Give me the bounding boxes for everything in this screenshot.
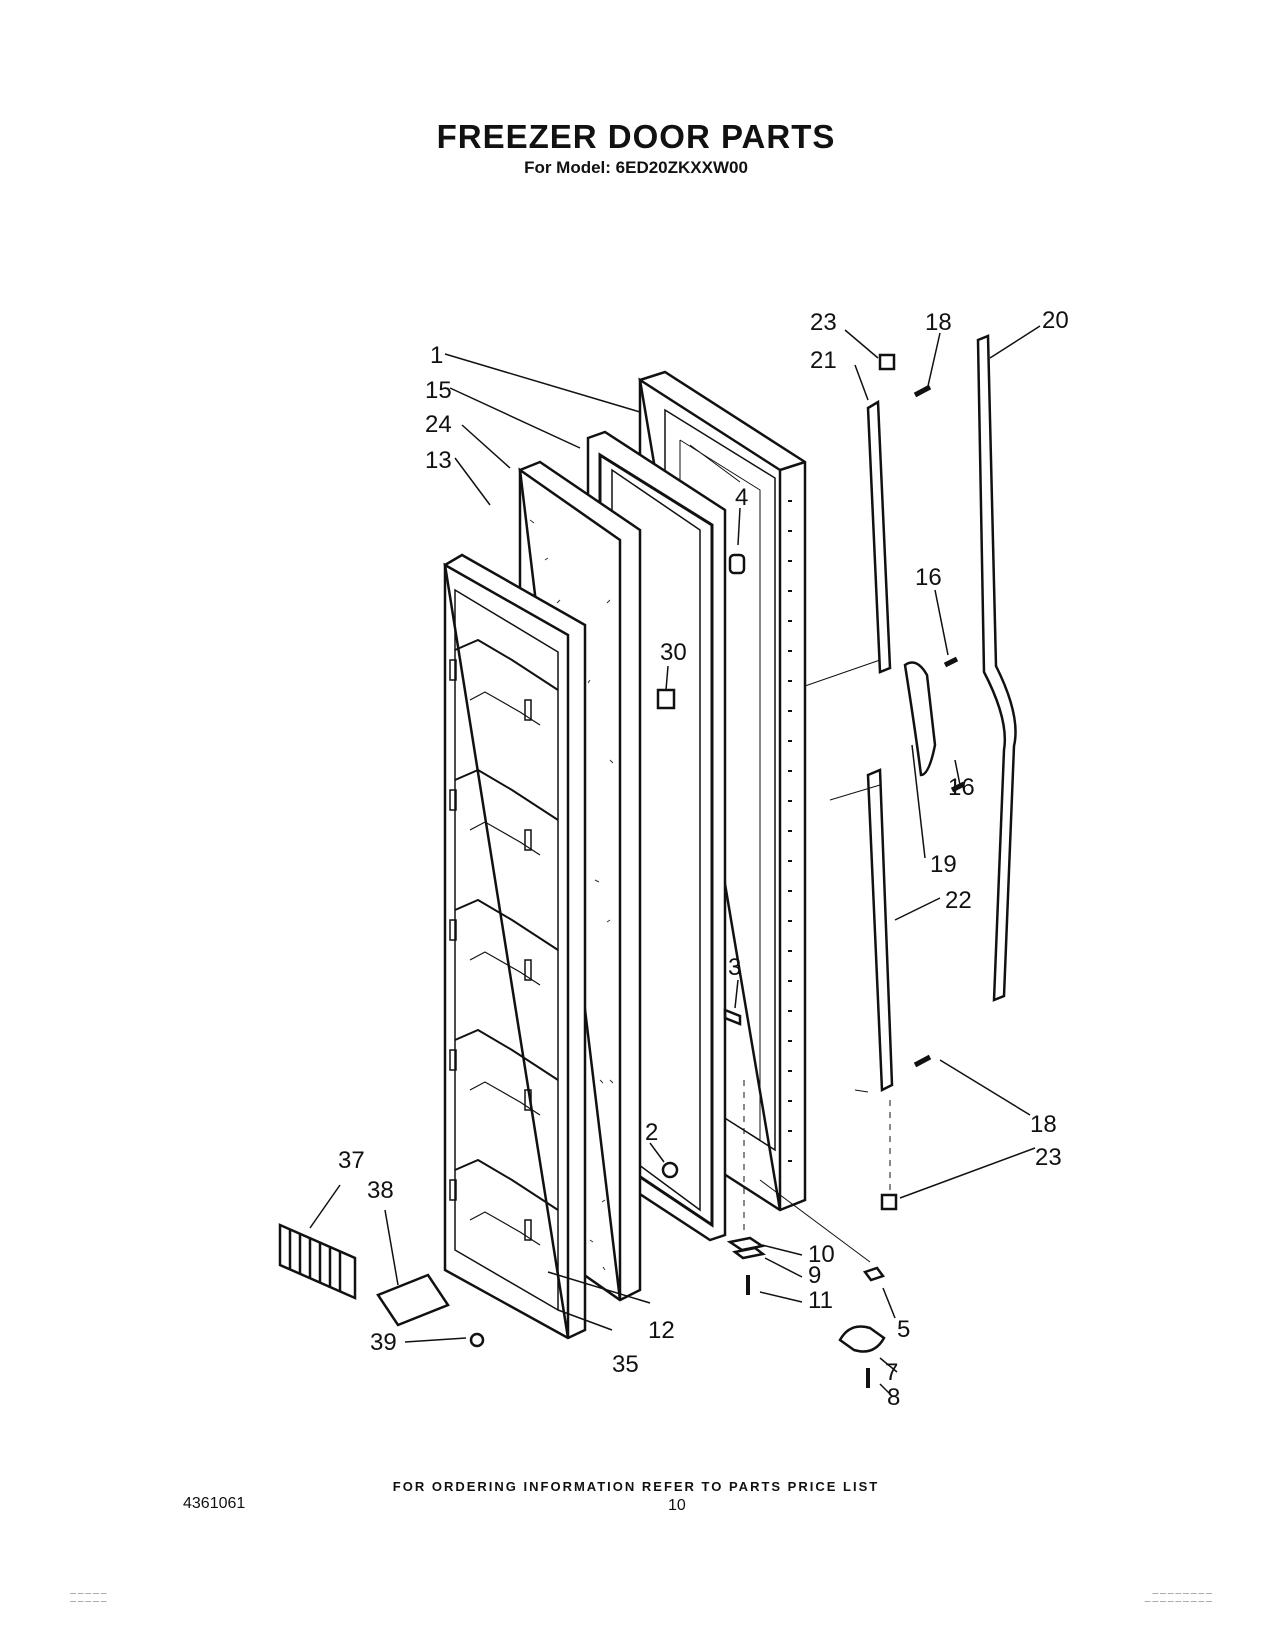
callout-18-top: 18	[925, 309, 952, 336]
part-38-cover	[376, 1273, 450, 1327]
part-37-grille	[278, 1223, 357, 1300]
callout-8: 8	[887, 1384, 900, 1411]
callout-15: 15	[425, 377, 452, 404]
callout-16-top: 16	[915, 564, 942, 591]
fine-print-left: — — — — —— — — — —	[70, 1591, 107, 1605]
part-21-trim	[866, 399, 892, 674]
part-18-screw-top	[913, 384, 932, 398]
inner-door-liner	[443, 553, 587, 1340]
callout-23-top: 23	[810, 309, 837, 336]
part-9-washer	[732, 1246, 766, 1260]
part-23-cap-bottom	[880, 1193, 898, 1211]
part-22-trim	[866, 768, 894, 1092]
part-2-plug	[661, 1161, 679, 1179]
callout-39: 39	[370, 1329, 397, 1356]
callout-12: 12	[648, 1317, 675, 1344]
callout-20: 20	[1042, 307, 1069, 334]
callout-9: 9	[808, 1262, 821, 1289]
callout-21: 21	[810, 347, 837, 374]
part-19-handle-bracket	[903, 661, 937, 777]
part-16-screw-top	[943, 656, 959, 668]
callout-13: 13	[425, 447, 452, 474]
leader-lines	[309, 325, 1041, 1397]
callout-38: 38	[367, 1177, 394, 1204]
callout-30: 30	[660, 639, 687, 666]
callout-10: 10	[808, 1241, 835, 1268]
page-title: FREEZER DOOR PARTS	[436, 118, 836, 155]
ordering-note: FOR ORDERING INFORMATION REFER TO PARTS …	[392, 1479, 880, 1494]
callout-23-bottom: 23	[1035, 1144, 1062, 1171]
callout-37: 37	[338, 1147, 365, 1174]
part-5-cam	[862, 1266, 886, 1282]
part-16-screw-bottom	[950, 781, 966, 793]
callout-5: 5	[897, 1316, 910, 1343]
part-7-hinge	[838, 1325, 886, 1353]
part-39-screw	[469, 1332, 485, 1348]
callout-4: 4	[735, 484, 748, 511]
part-3-bracket	[723, 1008, 742, 1026]
callout-11: 11	[808, 1287, 833, 1314]
part-number: 4361061	[183, 1495, 246, 1512]
callout-16-bottom: 16	[948, 774, 975, 801]
part-23-cap-top	[878, 353, 896, 371]
part-18-screw-bottom	[913, 1054, 932, 1068]
model-subtitle: For Model: 6ED20ZKXXW00	[524, 158, 748, 177]
part-20-handle	[976, 334, 1017, 1002]
callout-1: 1	[430, 342, 443, 369]
callout-24: 24	[425, 411, 452, 438]
callout-7: 7	[885, 1359, 898, 1386]
callout-19: 19	[930, 851, 957, 878]
callout-18-bottom: 18	[1030, 1111, 1057, 1138]
part-4-bumper	[728, 553, 746, 575]
page-number: 10	[668, 1497, 686, 1514]
callout-22: 22	[945, 887, 972, 914]
callout-3: 3	[728, 954, 741, 981]
part-10-shim	[726, 1236, 766, 1252]
callout-2: 2	[645, 1119, 658, 1146]
fine-print-right: — — — — — — — —— — — — — — — — —	[1144, 1591, 1212, 1605]
callout-35: 35	[612, 1351, 639, 1378]
